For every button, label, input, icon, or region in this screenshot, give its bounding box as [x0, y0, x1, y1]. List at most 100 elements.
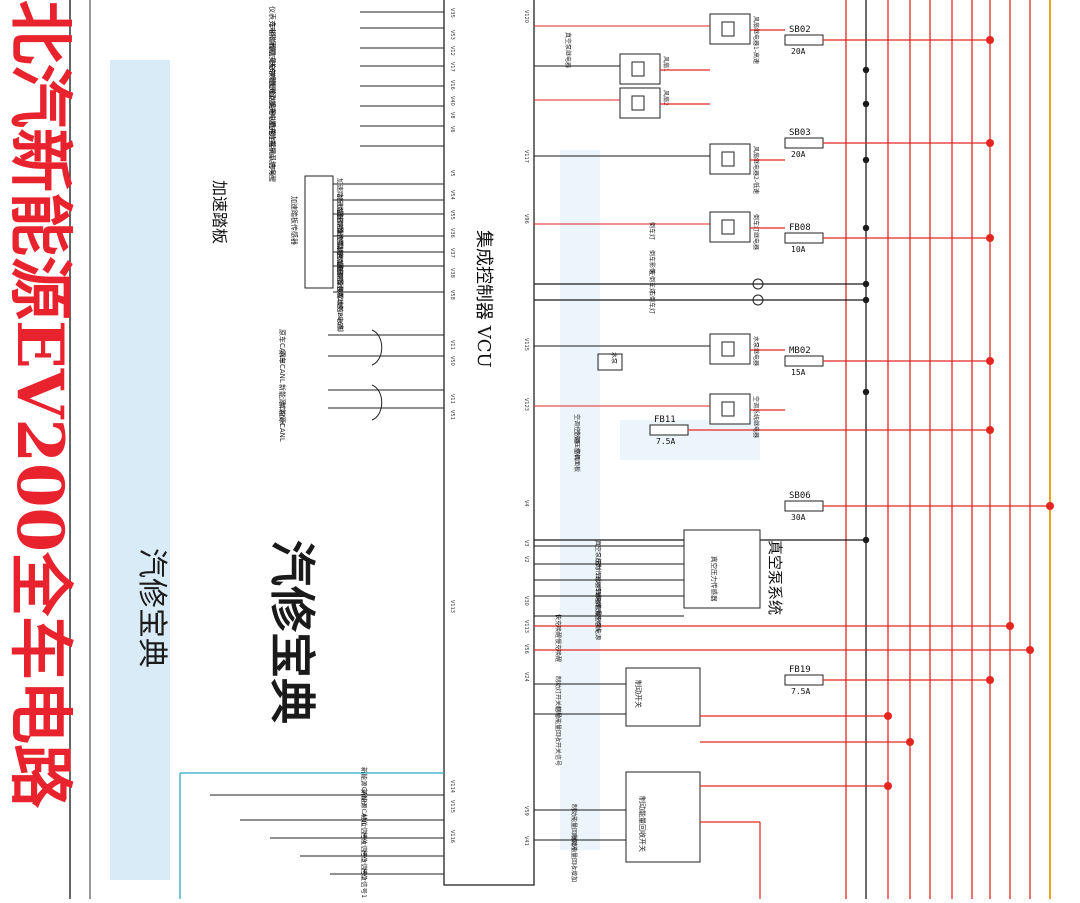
vcu-right-pin: V123 — [523, 398, 529, 411]
vcu-left-pin: V16 — [449, 80, 455, 90]
relay-coil — [631, 95, 645, 111]
relay-label: 风扇2 — [662, 90, 670, 106]
fuse-rating: 20A — [791, 150, 806, 159]
relay-side-label: 空调控制器 — [573, 414, 581, 444]
pedal-signal-label: 加速踏板位置信号2地 — [336, 246, 345, 309]
relay-side-label: 水泵 — [610, 352, 618, 364]
relay-side-label: 倒车影像 — [648, 250, 656, 274]
relay-box — [709, 211, 751, 243]
vcu-right-pin: V24 — [523, 672, 529, 682]
fuse-body — [784, 34, 824, 46]
bottom-signal-label: 档位信号2 — [360, 850, 369, 880]
fuse-body — [784, 674, 824, 686]
relay-coil — [721, 219, 735, 235]
watermark-bar-1 — [110, 60, 170, 880]
fuse-name: MB02 — [789, 346, 811, 356]
relay-coil — [721, 21, 735, 37]
watermark-text-small: 汽修宝典 — [134, 548, 169, 668]
bus-junction — [1046, 502, 1054, 510]
vcu-right-pin: V117 — [523, 150, 529, 163]
vcu-left-pin: V58 — [449, 290, 455, 300]
vacuum-signal-label: 真空泵控制 — [594, 540, 602, 570]
vcu-right-pin: V96 — [523, 214, 529, 224]
vcu-right-pin: V3 — [523, 540, 529, 547]
relay-side-label: 空调面板 — [573, 448, 581, 472]
vacuum-signal-label: 压力传感器地线 — [594, 590, 602, 632]
left-signal-label: 快充唤醒确认信号 — [268, 60, 277, 116]
relay-label: 风扇继电器1-高速 — [752, 16, 760, 64]
vcu-left-pin: V53 — [449, 30, 455, 40]
ground-dot — [862, 66, 870, 74]
vcu-right-pin: V4 — [523, 500, 529, 507]
diagram-title: 北汽新能源EV200全车电路 — [2, 0, 77, 809]
left-signal-label: 慢充连接确认信号 — [268, 120, 277, 176]
vacuum-signal-label: 压力传感器5V电源 — [594, 558, 602, 608]
vcu-left-pin: V40 — [449, 96, 455, 106]
vcu-left-pin: V51 — [449, 410, 455, 420]
watermark-layer — [110, 60, 760, 880]
ground-dot — [862, 156, 870, 164]
bottom-signal-label: 档位信号1 — [360, 868, 369, 898]
ground-dot — [862, 388, 870, 396]
vacuum-pump-label: 真空泵系统 — [766, 540, 784, 615]
brake-switch-label: 制动开关 — [634, 680, 643, 708]
vacuum-signal-label: 真空泵电源 — [594, 610, 602, 640]
vcu-left-pin: V38 — [449, 268, 455, 278]
vcu-left-pin: V115 — [449, 800, 455, 813]
fuse-rating: 7.5A — [791, 687, 810, 696]
left-signal-label: 电机系统唤醒 — [268, 140, 277, 182]
fuse-rating: 20A — [791, 47, 806, 56]
relay-coil — [631, 61, 645, 77]
can-label: 原车CANH — [278, 329, 287, 363]
watermark-bar-2 — [560, 150, 600, 850]
pedal-sensor-label: 加速踏板传感器 — [290, 196, 299, 245]
vcu-left-pin: V8 — [449, 112, 455, 119]
energy-signal-label: 制动能量回收减小 — [570, 804, 578, 852]
vcu-right-pin: V2 — [523, 556, 529, 563]
vcu-left-pin: V37 — [449, 248, 455, 258]
lamp-right-icon — [752, 294, 764, 306]
fuse-body — [784, 232, 824, 244]
fuse-rating: 30A — [791, 513, 806, 522]
energy-signal-label: 制动能量回收增加 — [570, 834, 578, 882]
relay-label: 空调系统继电器 — [752, 396, 760, 438]
ground-dot — [862, 100, 870, 108]
fuse-body — [784, 137, 824, 149]
pedal-signal-label: 加速踏板位置信号2电源 — [336, 260, 345, 330]
vcu-box — [443, 0, 535, 886]
pedal-signal-label: 加速踏板位置信号1电源 — [336, 208, 345, 278]
fuse-body — [784, 355, 824, 367]
vcu-left-pin: V17 — [449, 62, 455, 72]
bus-junction — [986, 36, 994, 44]
relay-box — [619, 53, 661, 85]
relay-box — [709, 13, 751, 45]
vacuum-pump-box — [683, 529, 761, 609]
fuse-name: SB06 — [789, 491, 811, 501]
relay-coil — [721, 151, 735, 167]
vcu-left-pin: V5 — [449, 170, 455, 177]
vcu-left-pin: V12 — [449, 46, 455, 56]
bottom-signal-label: 档位信号3 — [360, 832, 369, 862]
vcu-left-pin: V54 — [449, 190, 455, 200]
vcu-right-pin: V56 — [523, 644, 529, 654]
relay-box — [709, 143, 751, 175]
bus-junction — [986, 426, 994, 434]
can-twist-1 — [371, 329, 383, 366]
energy-switch-label: 制动能量回收开关 — [638, 796, 647, 852]
can-twist-2 — [371, 384, 383, 421]
left-signal-label: 快充连接确认信号 — [268, 80, 277, 136]
relay-label: 水泵继电器 — [752, 336, 760, 366]
vcu-right-pin: V59 — [523, 806, 529, 816]
vcu-left-pin: V55 — [449, 210, 455, 220]
vcu-right-pin: V41 — [523, 836, 529, 846]
bus-junction — [986, 139, 994, 147]
relay-label: 风扇继电器2-低速 — [752, 146, 760, 194]
left-signal-label: 快充电机控制 — [268, 100, 277, 142]
fuse-name: FB11 — [654, 415, 676, 425]
can-label: 新能源CANH — [278, 384, 287, 425]
water-pump-icon — [597, 353, 623, 371]
relay-box — [709, 333, 751, 365]
bus-junction — [986, 357, 994, 365]
bottom-signal-label: 新能源CANH — [360, 767, 369, 805]
relay-coil — [721, 401, 735, 417]
